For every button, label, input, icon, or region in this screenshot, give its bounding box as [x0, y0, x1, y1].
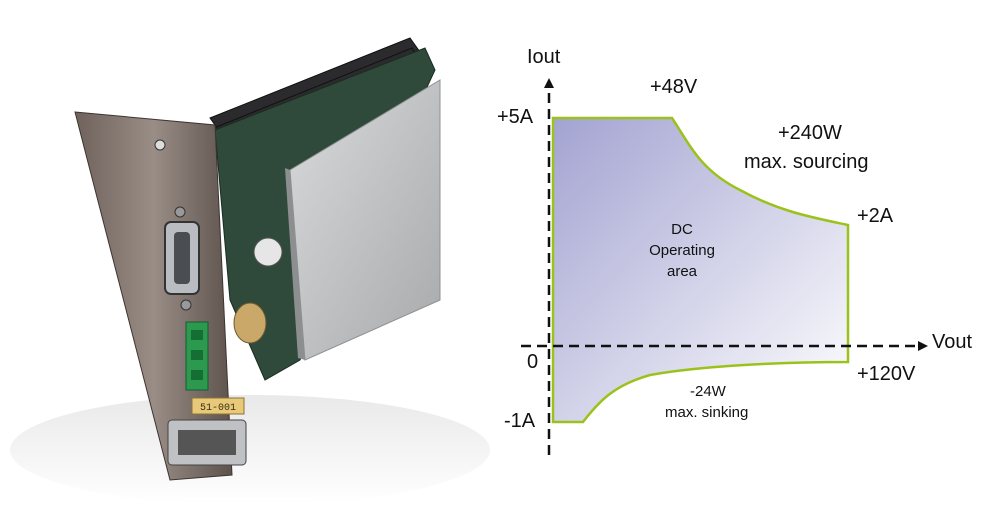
current-end-label: +2A: [857, 205, 894, 227]
sourcing-power-label: +240W: [778, 122, 842, 144]
current-max-label: +5A: [497, 106, 534, 128]
floor-reflection: [10, 395, 490, 505]
x-axis-label: Vout: [932, 331, 972, 353]
current-min-label: -1A: [504, 410, 536, 432]
module-label: 51-001: [200, 403, 236, 414]
power-module-photo: 51-001: [10, 37, 490, 505]
sinking-note-label: max. sinking: [665, 404, 748, 421]
capacitor: [253, 237, 283, 267]
panel-screw-hole: [154, 139, 166, 151]
area-label-line1: DC: [671, 221, 693, 238]
y-axis-label: Iout: [527, 46, 561, 68]
origin-label: 0: [527, 351, 538, 373]
metal-shield: [289, 79, 441, 361]
voltage-max-label: +120V: [857, 363, 916, 385]
sourcing-note-label: max. sourcing: [744, 151, 869, 173]
voltage-knee-label: +48V: [650, 76, 698, 98]
sinking-power-label: -24W: [690, 383, 727, 400]
area-label-line3: area: [667, 263, 698, 280]
coil: [233, 302, 267, 344]
area-label-line2: Operating: [649, 242, 715, 259]
module-label-plate: [191, 397, 245, 415]
